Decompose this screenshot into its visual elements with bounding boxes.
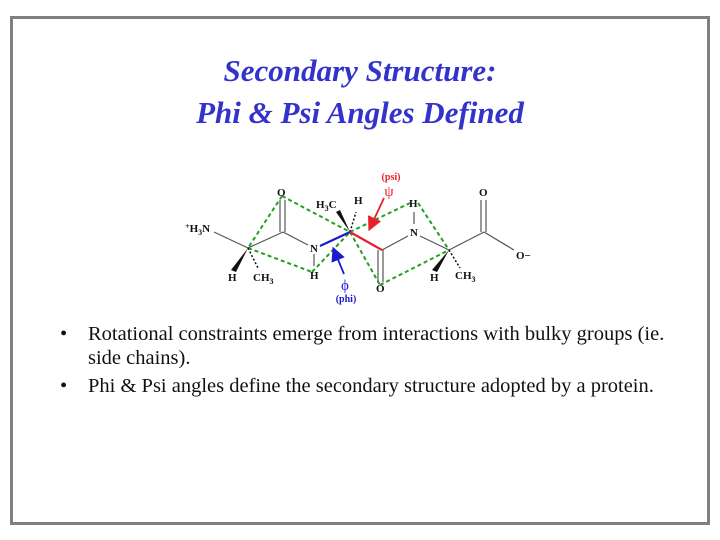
label-o-left: O: [277, 187, 286, 199]
bullet-text: Phi & Psi angles define the secondary st…: [88, 375, 654, 397]
bullet-item: • Phi & Psi angles define the secondary …: [58, 374, 678, 398]
label-h-nleft: H: [310, 270, 319, 282]
label-o-center: O: [376, 283, 385, 295]
label-n-terminus: +H3N: [185, 222, 210, 237]
phi-arrow: [331, 246, 345, 275]
label-h3c-center: H3C: [316, 199, 337, 213]
bullet-item: • Rotational constraints emerge from int…: [58, 322, 678, 370]
bullet-list: • Rotational constraints emerge from int…: [58, 322, 678, 402]
backbone-bonds: [213, 200, 515, 282]
psi-bond: [349, 231, 383, 251]
psi-arrow: [368, 197, 385, 232]
label-o-minus: O−: [516, 250, 531, 262]
label-h-right: H: [430, 272, 439, 284]
bullet-marker: •: [60, 375, 68, 397]
label-o-top-right: O: [479, 187, 488, 199]
slide-title-line2: Phi & Psi Angles Defined: [196, 95, 524, 130]
phi-symbol: ϕ: [341, 278, 349, 294]
bullet-marker: •: [60, 323, 68, 345]
stereo-bonds: [231, 210, 461, 272]
steric-dashed-lines: [247, 195, 450, 286]
phi-name: (phi): [336, 294, 357, 305]
label-n-right: N: [410, 227, 418, 239]
phi-bond: [319, 231, 351, 247]
slide-frame: [10, 16, 710, 525]
bullet-text: Rotational constraints emerge from inter…: [88, 323, 665, 369]
label-h-left: H: [228, 272, 237, 284]
psi-name: (psi): [382, 172, 401, 183]
slide-title-line1: Secondary Structure:: [223, 53, 497, 88]
label-h-nright: H: [409, 198, 418, 210]
label-n-left: N: [310, 243, 318, 255]
label-ch3-right: CH3: [455, 270, 476, 284]
psi-symbol: ψ: [384, 184, 394, 200]
label-h-center: H: [354, 195, 363, 207]
label-ch3-left: CH3: [253, 272, 274, 286]
